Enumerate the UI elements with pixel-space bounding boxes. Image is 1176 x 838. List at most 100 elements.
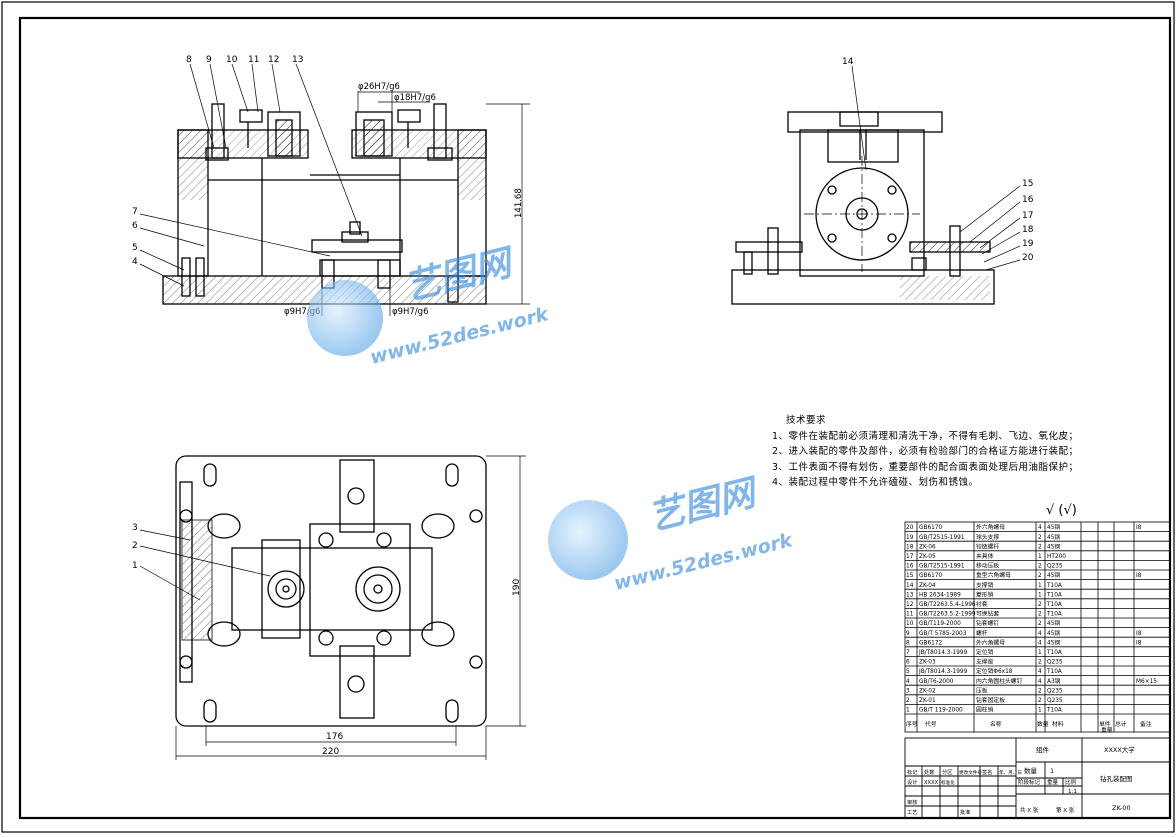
tb-approve: 批准 — [960, 808, 970, 816]
bom-cell: 外六角螺母 — [976, 523, 1005, 531]
tb-count: 处数 — [924, 768, 935, 776]
balloon-18: 18 — [1022, 225, 1034, 235]
bom-header-cell: 备注 — [1140, 720, 1152, 728]
bom-cell: 重型六角螺母 — [976, 571, 1011, 579]
tb-school: XXXX大学 — [1104, 745, 1135, 754]
tb-drawing-name: 钻孔装配图 — [1100, 774, 1133, 783]
bom-cell: GB6170 — [919, 573, 943, 579]
tb-weight-label: 重量 — [1047, 778, 1059, 786]
tb-sheet: 第 X 张 — [1056, 806, 1075, 814]
bom-cell: T10A — [1046, 669, 1062, 675]
bom-cell: 1 — [906, 708, 910, 714]
bom-cell: 4 — [906, 679, 910, 685]
dim-d18: φ18H7/g6 — [394, 93, 436, 103]
technical-notes: 技术要求 1、零件在装配前必须清理和清洗干净，不得有毛刺、飞边、氧化皮； 2、进… — [772, 413, 1079, 491]
bom-cell: 6 — [906, 660, 910, 666]
bom-cell: 5 — [906, 669, 910, 675]
balloon-1: 1 — [132, 561, 138, 571]
bom-cell: T10A — [1046, 602, 1062, 608]
bom-cell: ZK-01 — [919, 698, 936, 704]
bom-cell: 8 — [906, 640, 910, 646]
bom-cell: Ⅰ8 — [1136, 640, 1142, 646]
bom-cell: 外六角螺母 — [976, 638, 1005, 646]
bom-cell: 10 — [906, 621, 914, 627]
bom-cell: 1 — [1038, 583, 1042, 589]
bom-table — [904, 521, 1171, 733]
bom-cell: 13 — [906, 592, 914, 598]
bom-cell: GB/T6-2000 — [919, 679, 954, 685]
bom-cell: 钻套固定板 — [976, 696, 1005, 704]
bom-cell: 2 — [1038, 621, 1042, 627]
bom-cell: 45钢 — [1047, 533, 1060, 541]
balloon-11: 11 — [248, 55, 259, 65]
bom-cell: Ⅰ8 — [1136, 573, 1142, 579]
tb-stage-label: 阶段标记 — [1018, 778, 1041, 786]
plan-view — [139, 455, 526, 760]
bom-header-cell: 名称 — [990, 720, 1002, 728]
watermark-url: www.52des.work — [612, 529, 796, 595]
bom-cell: 4 — [1038, 669, 1042, 675]
bom-header-cell: 材料 — [1052, 720, 1064, 728]
bom-cell: 7 — [906, 650, 910, 656]
bom-cell: 2 — [1038, 688, 1042, 694]
inner-border — [18, 16, 1172, 820]
bom-cell: 4 — [1038, 525, 1042, 531]
bom-cell: GB/T2263.5.2-1999 — [919, 612, 976, 618]
bom-cell: 1 — [1038, 554, 1042, 560]
tb-qty: 1 — [1050, 767, 1054, 775]
bom-cell: 2 — [1038, 660, 1042, 666]
tb-sheets: 共 X 张 — [1020, 806, 1039, 814]
watermark-globe-icon — [307, 280, 383, 356]
bom-cell: ZK-05 — [919, 554, 936, 560]
balloon-8: 8 — [186, 55, 192, 65]
tb-scale: 1:1 — [1068, 789, 1077, 795]
bom-cell: 45钢 — [1047, 571, 1060, 579]
bom-header-cell: 总计 — [1115, 720, 1127, 728]
watermark-2: 艺图网 www.52des.work — [548, 472, 796, 595]
bom-cell: 45钢 — [1047, 619, 1060, 627]
bom-cell: 45钢 — [1047, 629, 1060, 637]
dim-d9b: φ9H7/g6 — [392, 307, 428, 317]
bom-cell: 2 — [906, 698, 910, 704]
balloon-10: 10 — [226, 55, 238, 65]
side-view-labels: 14 15 16 17 18 19 20 — [842, 57, 1034, 263]
bom-cell: 移动压板 — [976, 562, 999, 570]
notes-title: 技术要求 — [786, 415, 827, 426]
bom-cell: GB/T119-2000 — [919, 621, 961, 627]
bom-cell: 18 — [906, 544, 914, 550]
watermark-1: 艺图网 www.52des.work — [307, 242, 552, 369]
bom-cell: 2 — [1038, 573, 1042, 579]
bom-cell: 2 — [1038, 698, 1042, 704]
bom-cell: 12 — [906, 602, 914, 608]
watermark-globe-icon — [548, 500, 628, 580]
bom-cell: 可换钻套 — [976, 610, 999, 618]
bom-cell: 定位销Φ6x18 — [976, 667, 1013, 675]
bom-cell: Q235 — [1047, 660, 1063, 666]
bom-cell: 3 — [906, 688, 910, 694]
plan-view-labels: 3 2 1 176 220 190 — [132, 523, 522, 757]
tb-scale-label: 比例 — [1065, 778, 1077, 786]
dim-220: 220 — [322, 747, 339, 757]
bom-cell: 圆柱销 — [976, 706, 994, 714]
balloon-12: 12 — [268, 55, 279, 65]
tb-process: 工艺 — [907, 809, 917, 816]
roughness-symbol: √ (√) — [1046, 503, 1077, 518]
tb-code: ZK-00 — [1112, 804, 1131, 812]
tb-qty-label: 数量 — [1024, 766, 1038, 775]
bom-cell: HB 2634-1989 — [919, 592, 961, 598]
bom-cell: T10A — [1046, 650, 1062, 656]
dim-height: 141.68 — [514, 188, 524, 218]
bom-cell: ZK-03 — [919, 660, 936, 666]
bom-cell: 9 — [906, 631, 910, 637]
bom-cell: 1 — [1038, 708, 1042, 714]
tb-change-no: 更改文件号 — [959, 769, 982, 776]
balloon-6: 6 — [132, 221, 138, 231]
bom-cell: M6×15 — [1136, 679, 1157, 685]
balloon-16: 16 — [1022, 195, 1034, 205]
bom-cell: ZK-06 — [919, 544, 936, 550]
bom-cell: 4 — [1038, 631, 1042, 637]
bom-cell: 4 — [1038, 640, 1042, 646]
tb-design: 设计 — [907, 778, 917, 786]
